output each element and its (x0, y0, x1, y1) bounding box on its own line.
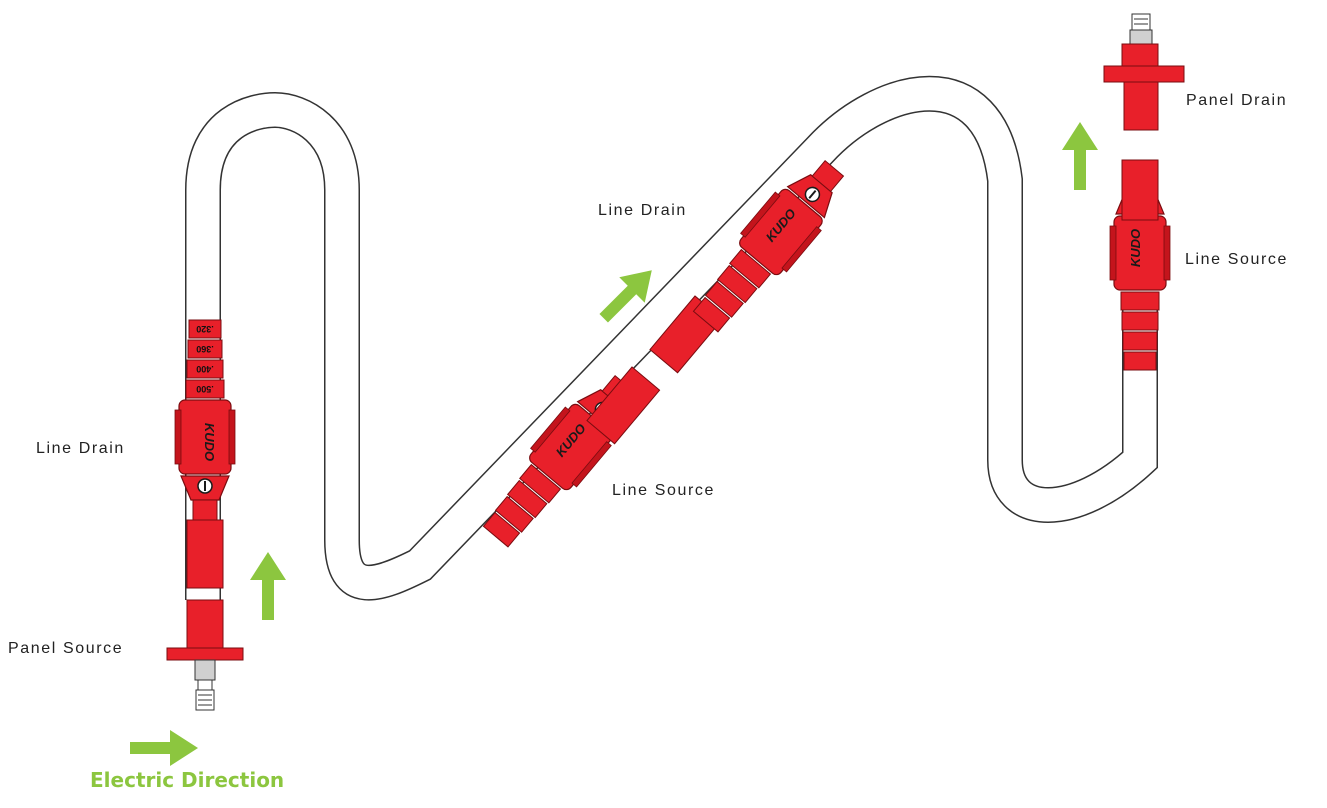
brand-text: KUDO (202, 423, 217, 461)
panel-drain-connector (1103, 13, 1185, 131)
label-line-source-middle: Line Source (612, 482, 715, 499)
size-band-500: .500 (196, 384, 214, 394)
size-band-400: .400 (196, 364, 214, 374)
label-line-drain-middle: Line Drain (598, 202, 687, 219)
legend-arrow-right-icon (130, 730, 198, 766)
connector-line-source-right: KUDO (1109, 169, 1171, 371)
panel-source-connector (166, 599, 244, 711)
label-panel-drain: Panel Drain (1186, 92, 1288, 109)
size-band-320: .320 (196, 324, 214, 334)
line-source-sleeve-right (1121, 159, 1159, 221)
arrow-up-right-icon (1062, 122, 1098, 190)
connector-line-drain-middle: KUDO (681, 148, 859, 342)
label-line-source-right: Line Source (1185, 251, 1288, 268)
connector-line-source-middle: KUDO (471, 363, 649, 557)
legend-electric-direction: Electric Direction (90, 768, 285, 792)
line-source-sleeve-middle (586, 366, 661, 445)
line-drain-sleeve-left (186, 519, 224, 589)
brand-text: KUDO (1128, 229, 1143, 267)
arrow-up-left-icon (250, 552, 286, 620)
label-line-drain-left: Line Drain (36, 440, 125, 457)
connector-line-drain-left: KUDO .320 .360 .400 .500 (174, 319, 236, 521)
size-band-360: .360 (196, 344, 214, 354)
label-panel-source: Panel Source (8, 640, 124, 657)
